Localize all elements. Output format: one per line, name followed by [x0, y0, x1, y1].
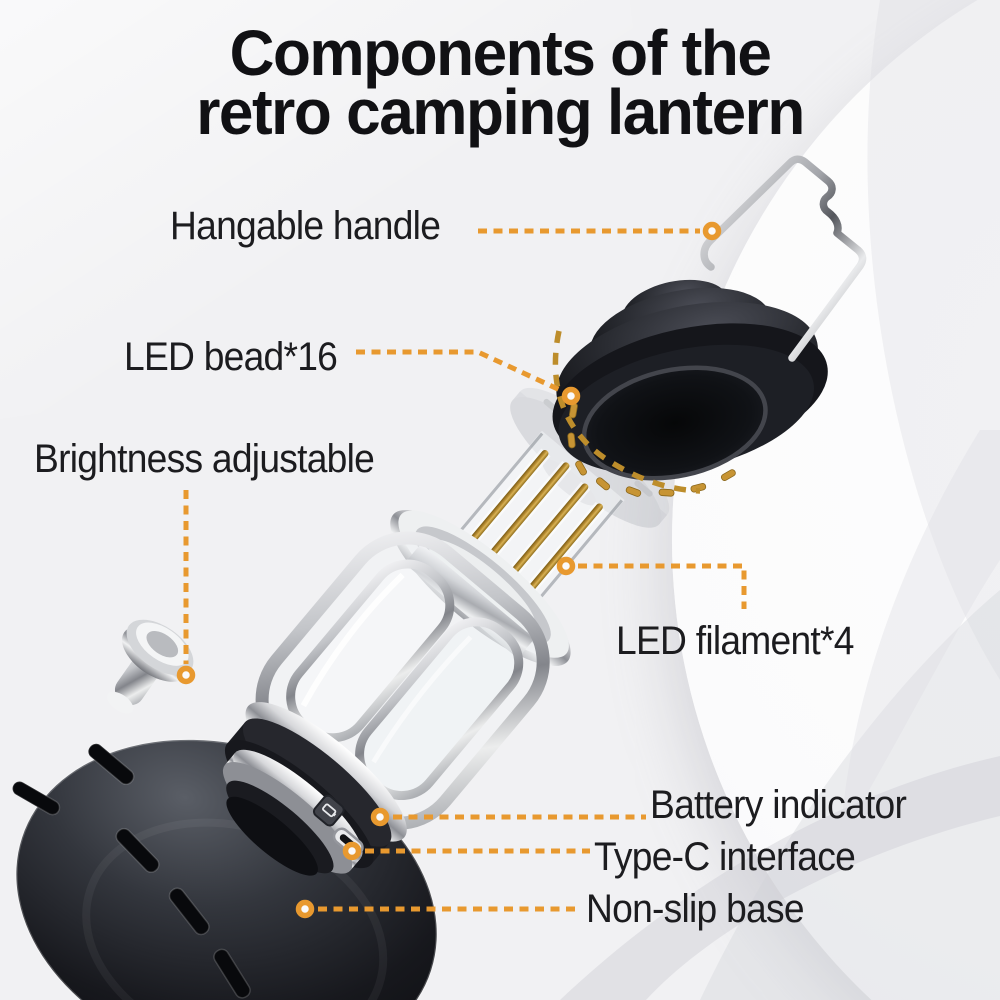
brightness-knob [107, 619, 194, 714]
glass-highlight [371, 635, 473, 764]
led-bead [658, 488, 675, 497]
callout-dot-led-filament [556, 556, 576, 576]
callout-dot-led-bead [561, 386, 581, 406]
battery-indicator-module [312, 794, 345, 827]
swoosh-band [867, 0, 1000, 680]
label-type-c: Type-C interface [594, 835, 856, 879]
label-led-filament: LED filament*4 [616, 619, 854, 663]
background-swooshes [560, 0, 1000, 1000]
foot-pad [115, 827, 160, 873]
callout-dots [176, 221, 722, 919]
led-bead [596, 477, 611, 491]
title-line-2: retro camping lantern [196, 76, 805, 148]
battery-indicator-icon [322, 803, 337, 818]
callout-dot-type-c [342, 841, 362, 861]
led-filament-rods [452, 448, 605, 613]
led-bead-strip [567, 402, 736, 497]
callout-line-led-bead [356, 349, 562, 393]
led-bead [625, 486, 642, 497]
page-title: Components of the retro camping lantern [15, 17, 985, 148]
label-battery-indicator: Battery indicator [650, 783, 907, 827]
hanging-handle-wire [700, 155, 867, 362]
callout-dot-non-slip [295, 899, 315, 919]
led-filament [458, 450, 549, 556]
title-line-1: Components of the [229, 17, 772, 89]
lantern-body [222, 387, 670, 876]
callout-dot-battery [370, 807, 390, 827]
callout-dot-brightness [176, 665, 196, 685]
led-bead [720, 469, 736, 481]
lamp-shade [552, 279, 828, 497]
swoosh-band [840, 430, 1000, 840]
led-filament [515, 503, 603, 607]
foot-pads [11, 743, 251, 999]
label-non-slip: Non-slip base [586, 887, 805, 931]
foot-pad [87, 743, 135, 786]
foot-pad [11, 780, 61, 816]
label-led-bead: LED bead*16 [124, 335, 338, 379]
glass-highlight [300, 572, 405, 708]
label-hangable-handle: Hangable handle [170, 204, 441, 248]
callout-line-led-filament [578, 563, 747, 609]
label-brightness: Brightness adjustable [34, 437, 375, 481]
led-filament [476, 462, 570, 572]
callout-lines [183, 228, 747, 912]
led-bead [567, 432, 576, 449]
callout-dot-hangable-handle [702, 221, 722, 241]
foot-pad [168, 887, 210, 936]
foot-pad [213, 948, 251, 999]
swoosh-band [560, 756, 1000, 1000]
led-filament [497, 483, 589, 591]
led-bead [575, 460, 587, 476]
swoosh-band [700, 590, 1000, 1000]
